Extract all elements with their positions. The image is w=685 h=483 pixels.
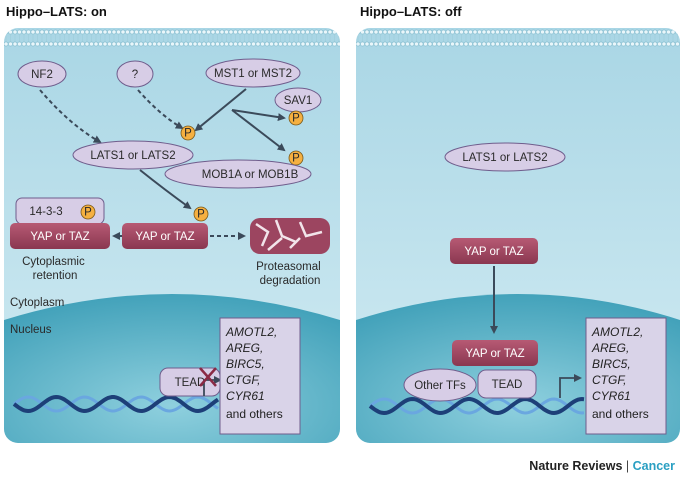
cytoplasm-label: Cytoplasm — [10, 297, 64, 309]
svg-text:AMOTL2,: AMOTL2, — [591, 325, 643, 339]
other-tfs-label: Other TFs — [414, 380, 466, 392]
svg-text:AREG,: AREG, — [591, 341, 629, 355]
cytoplasmic-retention-label: Cytoplasmic retention — [22, 256, 88, 282]
phospho-marker-lats: P — [180, 125, 196, 141]
credit-separator: | — [622, 459, 633, 473]
svg-text:AMOTL2,: AMOTL2, — [225, 325, 277, 339]
yap-taz-retained — [10, 223, 110, 249]
nucleus-label: Nucleus — [10, 324, 52, 336]
target-genes-box — [585, 317, 667, 435]
tead-label: TEAD — [492, 379, 523, 391]
svg-text:BIRC5,: BIRC5, — [226, 357, 265, 371]
lats-node — [444, 142, 566, 172]
yap-taz-nuclear-label: YAP or TAZ — [465, 348, 524, 360]
phospho-marker-sav1: P — [288, 110, 304, 126]
svg-text:P: P — [184, 128, 192, 140]
arrow-mst-to-lats — [194, 88, 247, 132]
mst-label: MST1 or MST2 — [214, 68, 292, 80]
lats-label: LATS1 or LATS2 — [90, 150, 175, 162]
arrow-lats-to-yap — [139, 169, 192, 210]
arrow-nf2-to-lats — [39, 89, 102, 143]
lats-node — [72, 140, 194, 170]
svg-text:AREG,: AREG, — [225, 341, 263, 355]
unknown-node — [116, 60, 154, 88]
phospho-marker-yap: P — [193, 206, 209, 222]
svg-text:CYR61: CYR61 — [592, 389, 631, 403]
yap-taz-free — [450, 238, 538, 264]
svg-text:P: P — [292, 153, 300, 165]
yap-taz-nuclear — [452, 340, 538, 366]
journal-credit: Nature Reviews | Cancer — [529, 459, 675, 473]
svg-text:P: P — [197, 209, 205, 221]
phospho-marker-14-3-3: P — [80, 204, 96, 220]
svg-text:and others: and others — [592, 407, 649, 421]
dna-helix — [12, 394, 220, 414]
nf2-node — [17, 60, 67, 88]
arrow-mst-to-sav1-p — [231, 109, 286, 122]
arrow-mst-to-mob — [231, 109, 286, 152]
panel-title-off: Hippo–LATS: off — [360, 4, 462, 19]
journal-section: Cancer — [632, 459, 675, 473]
panel-title-on: Hippo–LATS: on — [6, 4, 107, 19]
svg-text:BIRC5,: BIRC5, — [592, 357, 631, 371]
proteasomal-degradation-label: Proteasomal degradation — [256, 261, 324, 287]
proteasome-icon — [250, 218, 330, 254]
svg-text:and others: and others — [226, 407, 283, 421]
yap-taz-free-label: YAP or TAZ — [464, 246, 523, 258]
journal-name: Nature Reviews — [529, 459, 623, 473]
mst-node — [205, 58, 301, 88]
tead-node — [477, 369, 537, 399]
svg-text:P: P — [292, 113, 300, 125]
phospho-marker-mob: P — [288, 150, 304, 166]
svg-text:P: P — [84, 207, 92, 219]
mob-label: MOB1A or MOB1B — [202, 169, 299, 181]
target-genes-list: AMOTL2, AREG, BIRC5, CTGF, CYR61 and oth… — [591, 325, 649, 421]
tead-label: TEAD — [175, 377, 206, 389]
other-tfs-node — [403, 368, 477, 402]
arrow-unknown-to-lats — [137, 89, 184, 130]
yap-taz-central — [122, 223, 208, 249]
svg-text:CYR61: CYR61 — [226, 389, 265, 403]
target-genes-list: AMOTL2, AREG, BIRC5, CTGF, CYR61 and oth… — [225, 325, 283, 421]
transcription-arrow — [559, 374, 582, 398]
lats-label: LATS1 or LATS2 — [462, 152, 547, 164]
dna-helix — [368, 396, 585, 416]
nf2-label: NF2 — [31, 69, 53, 81]
protein-14-3-3-label: 14-3-3 — [29, 206, 62, 218]
svg-text:CTGF,: CTGF, — [226, 373, 260, 387]
yap-taz-central-label: YAP or TAZ — [135, 231, 194, 243]
cell-membrane — [4, 29, 340, 47]
yap-taz-retained-label: YAP or TAZ — [30, 231, 89, 243]
mob-node — [164, 159, 312, 189]
unknown-label: ? — [132, 69, 138, 81]
target-genes-box — [219, 317, 301, 435]
cell-membrane — [356, 29, 680, 47]
blocked-cross-icon — [199, 367, 217, 387]
svg-text:CTGF,: CTGF, — [592, 373, 626, 387]
sav1-label: SAV1 — [284, 95, 313, 107]
